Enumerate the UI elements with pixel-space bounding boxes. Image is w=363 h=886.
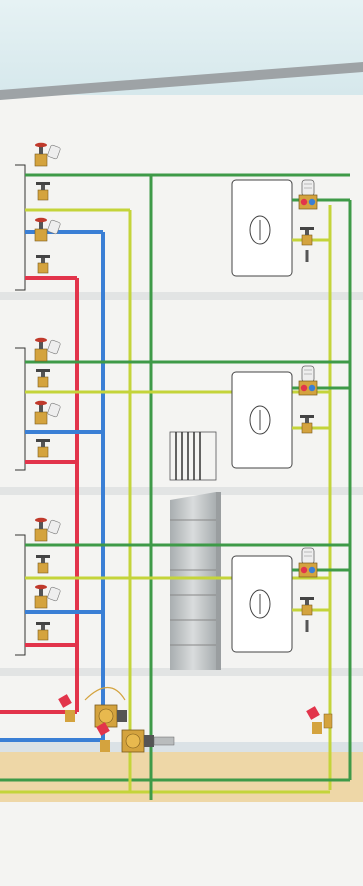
basement-stripe bbox=[0, 742, 363, 752]
floor-band-1 bbox=[0, 292, 363, 300]
radiator-icon bbox=[231, 371, 293, 469]
pump-station bbox=[58, 686, 333, 753]
floor-band-2 bbox=[0, 487, 363, 495]
manifold-group-1 bbox=[15, 142, 350, 291]
ceiling-slab bbox=[0, 62, 363, 100]
radiator-icon bbox=[231, 179, 293, 277]
floor-band-3 bbox=[0, 668, 363, 676]
circulation-pump-icon bbox=[94, 704, 127, 728]
circulation-pump-icon bbox=[121, 729, 175, 753]
radiator-unit-1 bbox=[231, 179, 350, 277]
drain-valve-icon bbox=[306, 706, 333, 734]
drain-valve-icon bbox=[96, 722, 110, 752]
drain-valve-icon bbox=[58, 694, 75, 722]
radiator-icon bbox=[231, 555, 293, 653]
radiator-unit-2 bbox=[231, 365, 350, 469]
staircase-icon bbox=[169, 431, 221, 670]
basement-band bbox=[0, 752, 363, 802]
manifold-group-2 bbox=[15, 337, 350, 471]
radiator-unit-3 bbox=[231, 547, 350, 653]
